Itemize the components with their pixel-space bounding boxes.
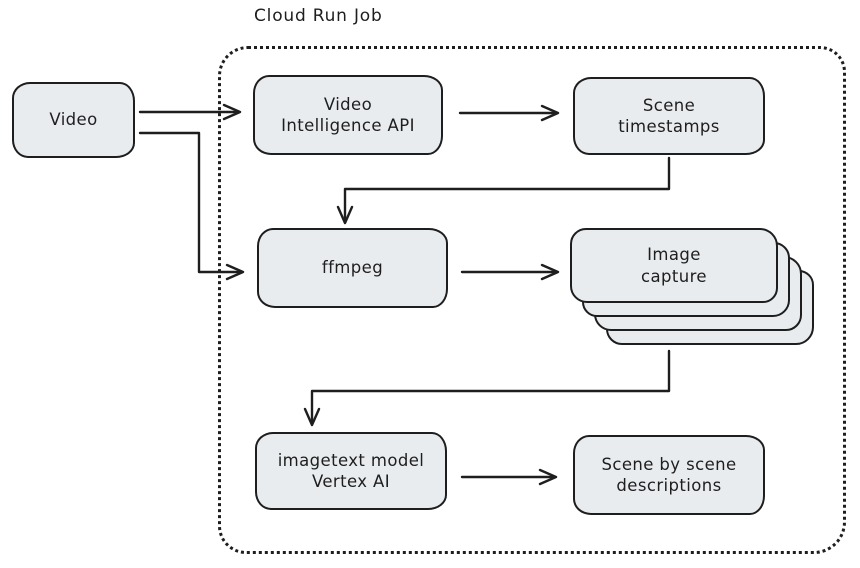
node-scene-by-scene-descriptions-label-line2: descriptions bbox=[616, 476, 722, 495]
node-ffmpeg: ffmpeg bbox=[257, 228, 448, 308]
node-video-intelligence-api: Video Intelligence API bbox=[253, 75, 443, 155]
node-video-intelligence-api-label-line1: Video bbox=[323, 94, 373, 114]
node-image-capture-label-line2: capture bbox=[641, 266, 707, 286]
node-imagetext-vertex-ai: imagetext model Vertex AI bbox=[255, 432, 447, 510]
node-scene-timestamps-label-line2: timestamps bbox=[618, 117, 720, 136]
node-video: Video bbox=[12, 82, 135, 158]
node-imagetext-vertex-ai-label-line1: imagetext model bbox=[277, 450, 425, 470]
container-title: Cloud Run Job bbox=[254, 6, 383, 26]
node-video-intelligence-api-label-line2: Intelligence API bbox=[281, 116, 415, 135]
node-imagetext-vertex-ai-label-line2: Vertex AI bbox=[311, 472, 391, 491]
node-ffmpeg-label: ffmpeg bbox=[321, 258, 384, 278]
cloud-run-job-container bbox=[218, 46, 846, 554]
node-image-capture-label-line1: Image bbox=[647, 245, 701, 265]
node-image-capture-stack: Image capture bbox=[570, 228, 814, 346]
node-scene-timestamps-label-line1: Scene bbox=[642, 95, 696, 115]
node-scene-by-scene-descriptions: Scene by scene descriptions bbox=[573, 435, 765, 515]
node-scene-by-scene-descriptions-label-line1: Scene by scene bbox=[601, 454, 737, 474]
node-video-label: Video bbox=[49, 110, 98, 130]
node-scene-timestamps: Scene timestamps bbox=[573, 77, 765, 155]
node-image-capture: Image capture bbox=[570, 228, 778, 303]
